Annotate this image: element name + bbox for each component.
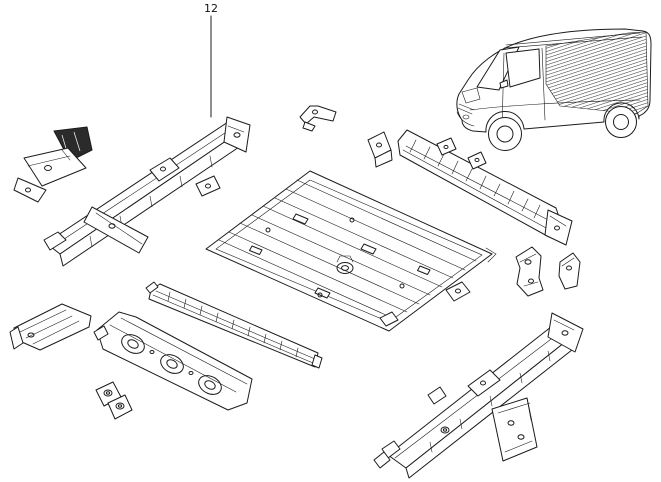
floor-edge-bracket — [445, 281, 471, 302]
small-right-bracket — [558, 252, 581, 290]
side-mirror — [499, 79, 509, 89]
rear-wheel-hub — [613, 114, 629, 130]
rail-mid-bracket — [149, 157, 180, 182]
front-wheel-hub — [496, 125, 514, 143]
center-clip — [299, 105, 337, 132]
front-mounting-bracket — [13, 126, 93, 203]
spare-wheel-crossmember-panel — [93, 311, 253, 411]
highlight-hatch-area — [545, 31, 649, 115]
rail-end-bracket-right — [547, 312, 584, 353]
rear-floor-panel — [205, 170, 497, 332]
door-seam-lines — [469, 47, 641, 131]
front-fascia-details — [456, 87, 481, 127]
front-wheel — [488, 117, 522, 151]
jack-point-detail — [379, 311, 399, 327]
clip-bracket — [195, 175, 221, 197]
floor-center-hole — [336, 262, 354, 274]
rear-wheel — [605, 106, 637, 138]
vehicle-inset — [456, 28, 652, 151]
mounting-bracket-pair — [95, 381, 133, 420]
left-rear-side-member-assembly — [43, 116, 251, 267]
right-rear-side-member-assembly — [373, 312, 584, 479]
callout-label[interactable]: 12 — [204, 2, 218, 15]
rear-panel-bracket — [491, 397, 538, 462]
front-door-window — [505, 48, 541, 88]
left-sill-extension — [9, 303, 92, 351]
rear-panel-side-bracket — [367, 131, 393, 168]
roof-lines — [503, 32, 643, 49]
panel-end-bracket — [544, 209, 573, 246]
floor-cross-member — [145, 281, 323, 369]
rail-end-bracket — [223, 116, 251, 153]
rail-lower-plate — [83, 206, 149, 254]
callout-12[interactable]: 12 — [204, 2, 218, 118]
seat-mounting-bracket — [515, 246, 544, 297]
rear-end-lower-panel — [397, 129, 573, 246]
fog-light — [462, 114, 470, 120]
